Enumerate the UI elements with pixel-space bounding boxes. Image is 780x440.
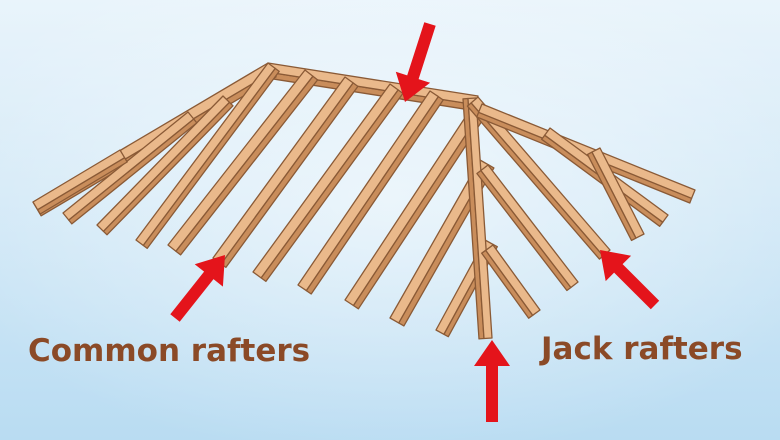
common-rafter-4-face (252, 83, 399, 279)
left-jack-rafter-4-face (32, 149, 126, 211)
common-rafter-4 (252, 83, 404, 283)
roof-frame (32, 62, 696, 340)
front-rafter-2-face (389, 159, 490, 324)
common-rafter-arrow-icon (170, 255, 225, 322)
right-rafter-2-face (480, 164, 579, 289)
arrow-group (170, 22, 660, 422)
left-jack-rafter-3-face (62, 111, 195, 221)
left-jack-rafter-2-face (96, 95, 231, 232)
left-jack-rafter-1 (135, 62, 280, 250)
right-rafter-2 (476, 164, 579, 292)
hip-rafter-arrow-icon (474, 340, 510, 422)
right-rafter-6 (586, 147, 645, 242)
common-rafter-5-face (297, 90, 439, 292)
common-rafter-5 (297, 90, 444, 295)
common-rafter-2-face (167, 69, 314, 252)
right-rafter-3 (481, 244, 541, 319)
left-jack-rafter-2 (96, 95, 234, 236)
common-rafters-label: Common rafters (28, 333, 311, 369)
ridge-arrow-icon (395, 22, 436, 103)
right-rafter-4-face (477, 103, 696, 199)
jack-rafter-arrow-icon (600, 250, 660, 310)
left-jack-rafter-3 (62, 111, 198, 225)
left-jack-rafter-4 (32, 149, 128, 215)
right-rafter-3-face (485, 244, 541, 316)
right-rafter-6-face (591, 147, 645, 239)
jack-rafters-label: Jack rafters (541, 331, 743, 367)
left-jack-rafter-1-face (135, 62, 276, 247)
common-rafter-2 (167, 69, 319, 256)
